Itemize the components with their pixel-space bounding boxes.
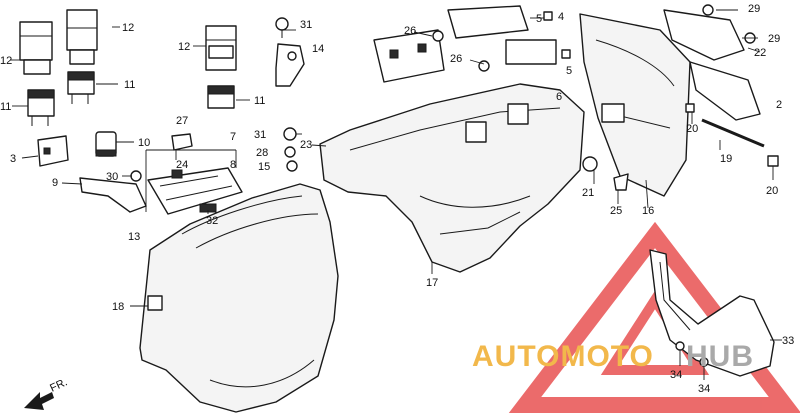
relay-part-11-b: [27, 89, 55, 126]
callout-22: 22: [754, 47, 766, 59]
grommet-part-21: [582, 156, 598, 172]
front-direction-indicator: FR.: [24, 376, 69, 410]
leader-lines: [10, 9, 782, 380]
rear-cover-part-2: [579, 13, 691, 197]
watermark-word-2: HUB: [686, 340, 754, 373]
callout-17: 17: [426, 277, 438, 289]
callout-2: 2: [776, 99, 782, 111]
direction-label: FR.: [48, 376, 69, 394]
relay-part-12-b: [66, 9, 98, 65]
callout-20: 20: [686, 123, 698, 135]
watermark-word-1: AUTOMOTO: [472, 340, 654, 373]
callout-numbers: 12 12 11 11 12 11 31 14 10 3 27 7 24 8 3…: [0, 3, 794, 395]
callout-19: 19: [720, 153, 732, 165]
stay-part-22: [663, 9, 745, 61]
callout-31: 31: [300, 19, 312, 31]
callout-30: 30: [106, 171, 118, 183]
callout-31: 31: [254, 129, 266, 141]
bracket-part-3: [37, 135, 69, 167]
clip-part-5-a: [543, 11, 553, 21]
callout-21: 21: [582, 187, 594, 199]
bolt-part-26-a: [432, 30, 444, 42]
stay-part-9: [79, 177, 147, 213]
callout-27: 27: [176, 115, 188, 127]
callout-20: 20: [766, 185, 778, 197]
bolt-part-31: [275, 17, 289, 38]
callout-11: 11: [254, 95, 265, 107]
callout-11: 11: [124, 79, 135, 91]
callout-9: 9: [52, 177, 58, 189]
plate-part-13-right: [689, 61, 761, 121]
watermark-text: AUTOMOTO HUB: [472, 340, 754, 373]
inner-fender-part-18: [139, 183, 339, 413]
relay-holder-part-10: [95, 131, 117, 157]
callout-15: 15: [258, 161, 270, 173]
callout-12: 12: [0, 55, 12, 67]
relay-part-12-a: [19, 21, 53, 75]
callout-18: 18: [112, 301, 124, 313]
fuse-box-part-7: [147, 167, 243, 215]
callout-12: 12: [122, 22, 134, 34]
collar-part-15: [286, 160, 298, 172]
callout-14: 14: [312, 43, 324, 55]
grommet-part-28: [284, 146, 296, 158]
callout-34: 34: [670, 369, 682, 381]
relay-part-11-a: [67, 71, 95, 104]
callout-32: 32: [206, 215, 218, 227]
bolt-part-26-b: [478, 60, 490, 72]
callout-29: 29: [768, 33, 780, 45]
clip-part-27: [171, 133, 193, 151]
callout-10: 10: [138, 137, 150, 149]
callout-34: 34: [698, 383, 710, 395]
clip-part-20-a: [685, 103, 695, 113]
callout-11: 11: [0, 101, 11, 113]
callout-13: 13: [128, 231, 140, 243]
callout-29: 29: [748, 3, 760, 15]
clip-part-25: [613, 173, 629, 191]
callout-4: 4: [558, 11, 564, 23]
callout-16: 16: [642, 205, 654, 217]
callout-26: 26: [450, 53, 462, 65]
callout-24: 24: [176, 159, 188, 171]
arrow-icon: [24, 392, 54, 410]
callout-5: 5: [566, 65, 572, 77]
bolt-part-30: [130, 170, 142, 182]
callout-8: 8: [230, 159, 236, 171]
relay-part-12-c: [205, 25, 237, 71]
bracket-part-14: [275, 43, 305, 87]
callout-33: 33: [782, 335, 794, 347]
callout-3: 3: [10, 153, 16, 165]
callout-28: 28: [256, 147, 268, 159]
bolt-part-31-b: [283, 127, 297, 141]
callout-25: 25: [610, 205, 622, 217]
rear-fender-part-17: [319, 83, 585, 273]
bolt-part-34-a: [675, 341, 685, 351]
relay-part-11-c: [207, 85, 235, 109]
bolt-part-29-a: [702, 4, 714, 16]
callout-23: 23: [300, 139, 312, 151]
unit-part-4: [447, 5, 557, 65]
callout-7: 7: [230, 131, 236, 143]
rod-part-19: [701, 118, 765, 148]
callout-26: 26: [404, 25, 416, 37]
callout-5: 5: [536, 13, 542, 25]
callout-6: 6: [556, 91, 562, 103]
bracket-part-6: [373, 29, 445, 83]
clip-part-5-b: [561, 49, 571, 59]
clip-part-20-b: [767, 155, 779, 167]
callout-12: 12: [178, 41, 190, 53]
